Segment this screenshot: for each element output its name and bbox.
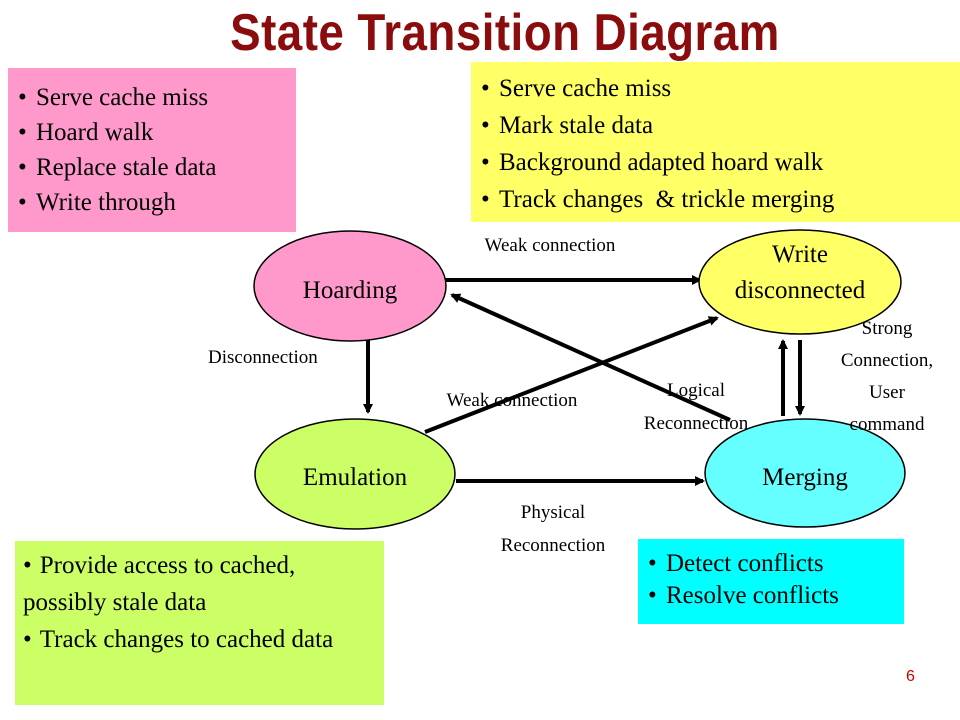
list-item: Provide access to cached, possibly stale… <box>23 547 378 621</box>
transition-label-strong-line1: Strong <box>862 318 913 339</box>
arrow-merging-to-hoarding <box>450 293 731 422</box>
arrow-emulation-to-write <box>424 316 719 434</box>
list-item: Resolve conflicts <box>648 580 904 612</box>
list-item: Mark stale data <box>481 107 960 144</box>
list-item: Serve cache miss <box>18 80 296 115</box>
transition-label-emulation-to-write: Weak connection <box>447 390 578 411</box>
state-label-write-line2: disconnected <box>735 277 866 304</box>
transition-label-hoarding-to-emulation: Disconnection <box>208 347 318 368</box>
transition-label-strong-line3: User <box>869 382 906 403</box>
page-title: State Transition Diagram <box>230 4 780 62</box>
state-label-emulation: Emulation <box>303 464 408 491</box>
merging-actions-box: Detect conflicts Resolve conflicts <box>638 539 904 624</box>
page-number: 6 <box>906 668 915 685</box>
transition-label-physical-line1: Physical <box>521 502 585 523</box>
list-item: Track changes & trickle merging <box>481 181 960 218</box>
state-write-disconnected <box>698 229 902 335</box>
transition-label-logical-line1: Logical <box>667 380 725 401</box>
state-emulation <box>254 418 456 530</box>
transition-label-physical-line2: Reconnection <box>501 535 606 556</box>
transition-label-hoarding-to-write: Weak connection <box>485 235 616 256</box>
state-label-write-line1: Write <box>772 241 828 268</box>
transition-label-strong-line4: command <box>850 414 925 435</box>
emulation-actions-box: Provide access to cached, possibly stale… <box>15 541 384 705</box>
list-item: Track changes to cached data <box>23 621 378 658</box>
state-label-hoarding: Hoarding <box>303 277 398 304</box>
list-item: Serve cache miss <box>481 70 960 107</box>
transition-label-logical-line2: Reconnection <box>644 413 749 434</box>
list-item: Hoard walk <box>18 115 296 150</box>
list-item: Detect conflicts <box>648 548 904 580</box>
state-merging <box>704 418 906 528</box>
state-hoarding <box>253 230 447 342</box>
list-item: Background adapted hoard walk <box>481 144 960 181</box>
list-item: Write through <box>18 185 296 220</box>
state-label-merging: Merging <box>762 464 848 491</box>
write-disconnected-actions-box: Serve cache miss Mark stale data Backgro… <box>471 62 960 222</box>
transition-label-strong-line2: Connection, <box>841 350 933 371</box>
list-item: Replace stale data <box>18 150 296 185</box>
hoarding-actions-box: Serve cache miss Hoard walk Replace stal… <box>8 68 296 232</box>
